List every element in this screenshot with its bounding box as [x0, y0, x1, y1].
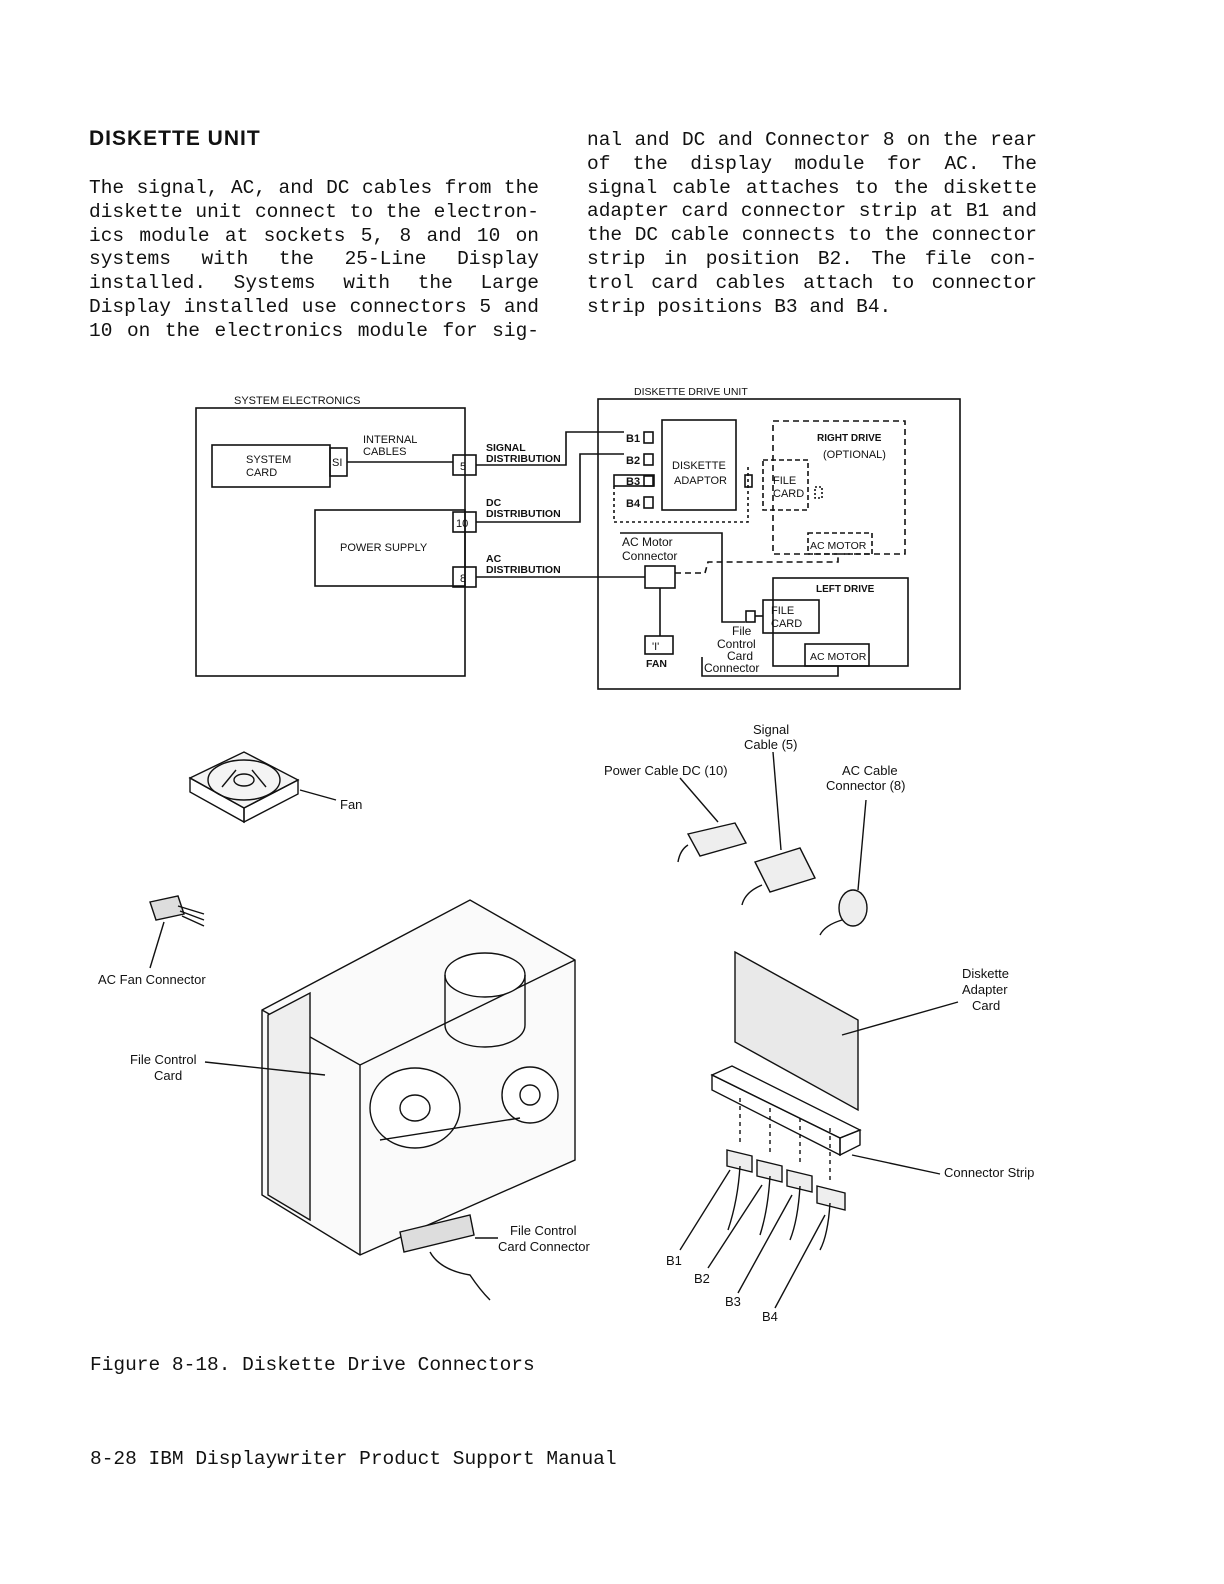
ac-cable-illustration [819, 889, 868, 936]
text-line: The signal, AC, and DC cables from the [89, 177, 539, 199]
right-file-card-box [762, 459, 809, 511]
label-ac-cable: AC Cable [842, 763, 898, 778]
label-file-control-card: File Control [130, 1052, 197, 1067]
label-power-cable: Power Cable DC (10) [604, 763, 728, 778]
label-file-control-card-connector: Card Connector [498, 1239, 590, 1254]
left-ac-motor-box [804, 643, 870, 667]
body-text-right: nal and DC and Connector 8 on the rear o… [587, 129, 1037, 319]
label-signal-cable: Cable (5) [744, 737, 797, 752]
text-line: strip in position B2. The file con- [587, 247, 1037, 270]
figure-caption: Figure 8-18. Diskette Drive Connectors [90, 1354, 535, 1376]
label-right-ac-motor: AC MOTOR [810, 540, 867, 552]
text-line: signal cable attaches to the diskette [587, 176, 1037, 199]
label-file-control-card-connector: Card [727, 649, 753, 663]
label-si: SI [332, 457, 342, 469]
text-line: nal and DC and Connector 8 on the rear [587, 129, 1037, 151]
power-cable-illustration [677, 822, 748, 863]
text-line: the DC cable connects to the connector [587, 224, 1037, 247]
label-b3: B3 [626, 476, 640, 488]
label-fan: FAN [646, 658, 667, 670]
text-line: trol card cables attach to connector [587, 271, 1037, 294]
label-left-file-card: CARD [771, 618, 802, 630]
text-line: diskette unit connect to the electron- [89, 200, 539, 223]
label-diskette-adapter-card: Adapter [962, 982, 1008, 997]
text-line: ics module at sockets 5, 8 and 10 on [89, 224, 539, 247]
diskette-adapter-card-illustration [710, 950, 862, 1157]
label-b2: B2 [694, 1271, 710, 1286]
text-line: Display installed use connectors 5 and [89, 295, 539, 318]
label-ac-distribution: DISTRIBUTION [486, 564, 561, 576]
diskette-adaptor-box [661, 419, 737, 511]
label-ac-motor-connector: Connector [622, 549, 677, 563]
label-b4: B4 [762, 1309, 778, 1324]
label-file-control-card: Card [154, 1068, 182, 1083]
label-file-control-card-connector: File [732, 624, 752, 638]
label-diskette-adapter-card: Diskette [962, 966, 1009, 981]
label-b4: B4 [626, 498, 641, 510]
label-system-card: CARD [246, 467, 277, 479]
label-system-card: SYSTEM [246, 454, 291, 466]
label-right-drive: RIGHT DRIVE [817, 433, 882, 444]
label-file-control-card-connector: Connector [704, 661, 759, 675]
label-system-electronics: SYSTEM ELECTRONICS [234, 395, 361, 407]
label-diskette-adapter-card: Card [972, 998, 1000, 1013]
label-file-control-card-connector: Control [717, 637, 756, 651]
label-socket-5: 5 [460, 461, 466, 473]
text-line: strip positions B3 and B4. [587, 295, 892, 318]
label-diskette-adaptor: ADAPTOR [674, 475, 727, 487]
power-supply-box [314, 509, 466, 587]
label-ac-motor-connector: AC Motor [622, 535, 673, 549]
label-b1: B1 [626, 433, 640, 445]
label-signal-distribution: DISTRIBUTION [486, 453, 561, 465]
section-heading: DISKETTE UNIT [89, 127, 261, 150]
text-line: systems with the 25-Line Display [89, 248, 539, 271]
label-dc-distribution: DC [486, 497, 502, 509]
label-optional: (OPTIONAL) [823, 449, 886, 461]
ac-fan-connector-illustration [149, 895, 205, 927]
right-ac-motor-box [807, 532, 873, 555]
fan-box [644, 635, 674, 655]
label-power-supply: POWER SUPPLY [340, 542, 428, 554]
label-right-file-card: CARD [773, 488, 804, 500]
text-line: of the display module for AC. The [587, 152, 1037, 175]
label-connector-strip: Connector Strip [944, 1165, 1034, 1180]
label-fan-symbol: 'I' [652, 641, 659, 653]
right-drive-box [772, 420, 906, 555]
text-line: adapter card connector strip at B1 and [587, 200, 1037, 223]
body-text-left: The signal, AC, and DC cables from the d… [89, 177, 539, 344]
text-line: 10 on the electronics module for sig- [89, 319, 539, 342]
label-socket-10: 10 [456, 518, 468, 530]
label-internal-cables: INTERNAL [363, 434, 417, 446]
label-dc-distribution: DISTRIBUTION [486, 508, 561, 520]
label-fan: Fan [340, 797, 362, 812]
label-signal-distribution: SIGNAL [486, 442, 526, 454]
label-signal-cable: Signal [753, 722, 789, 737]
page-footer: 8-28 IBM Displaywriter Product Support M… [90, 1448, 617, 1470]
label-left-ac-motor: AC MOTOR [810, 651, 867, 663]
label-right-file-card: FILE [773, 475, 796, 487]
label-diskette-adaptor: DISKETTE [672, 460, 726, 472]
diskette-drive-illustration [261, 899, 576, 1301]
label-left-file-card: FILE [771, 605, 794, 617]
label-left-drive: LEFT DRIVE [816, 584, 875, 595]
signal-cable-illustration [741, 847, 816, 906]
label-internal-cables: CABLES [363, 446, 406, 458]
label-b3: B3 [725, 1294, 741, 1309]
label-file-control-card-connector: File Control [510, 1223, 577, 1238]
ac-motor-connector [644, 565, 676, 589]
label-b2: B2 [626, 455, 640, 467]
label-socket-8: 8 [460, 573, 466, 585]
label-diskette-drive-unit: DISKETTE DRIVE UNIT [634, 386, 748, 398]
fan-illustration [188, 751, 300, 824]
label-ac-cable: Connector (8) [826, 778, 905, 793]
label-ac-distribution: AC [486, 553, 502, 565]
system-card-box [211, 444, 331, 488]
label-ac-fan-connector: AC Fan Connector [98, 972, 206, 987]
cable-plugs-illustration [726, 1149, 846, 1211]
label-b1: B1 [666, 1253, 682, 1268]
diskette-drive-unit-box [597, 398, 961, 690]
text-line: installed. Systems with the Large [89, 272, 539, 295]
